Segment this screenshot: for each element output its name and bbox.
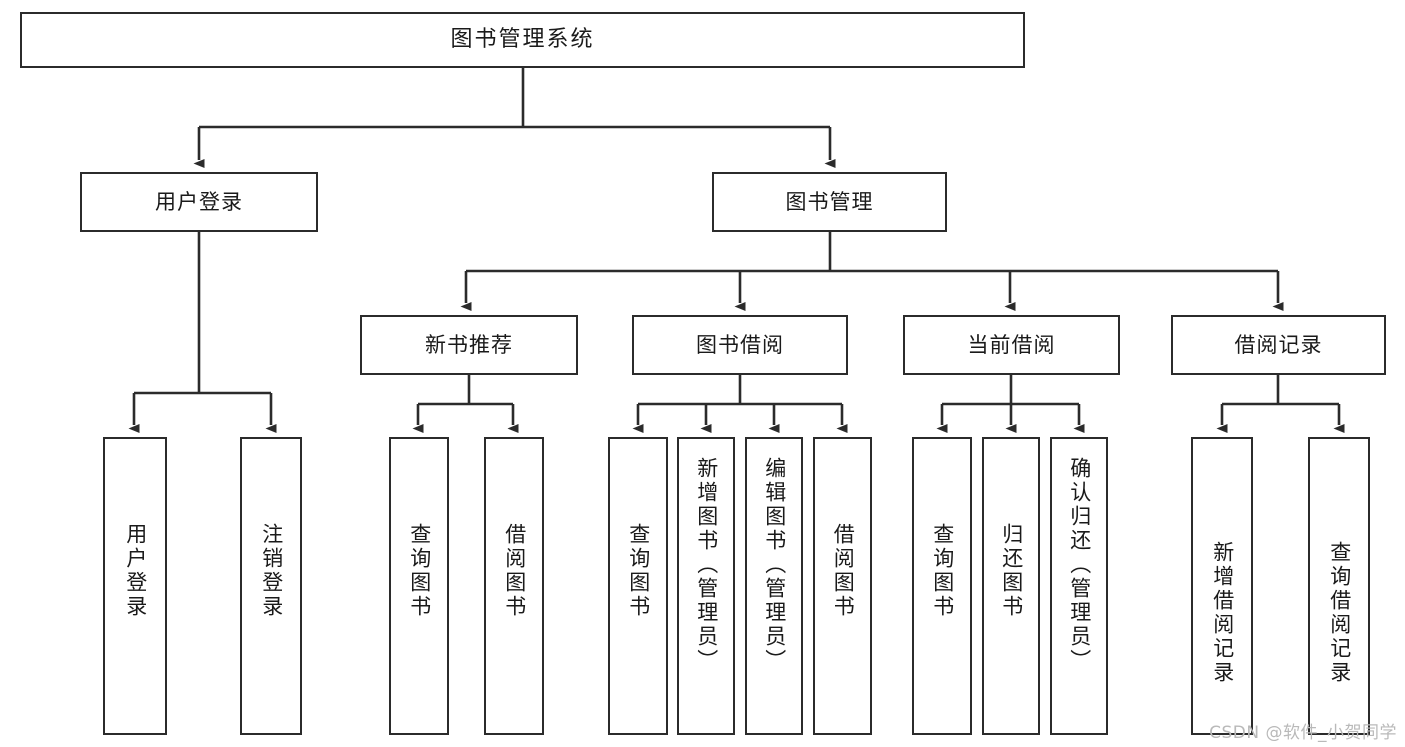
node-label: 图书借阅 — [696, 332, 784, 357]
node-new-book-recommend[interactable]: 新书推荐 — [360, 315, 578, 375]
node-label: 编辑图书（管理员） — [762, 457, 787, 673]
leaf-newbook-borrow-book[interactable]: 借阅图书 — [484, 437, 544, 735]
node-label: 图书管理 — [785, 189, 874, 214]
leaf-user-login[interactable]: 用户登录 — [103, 437, 167, 735]
node-label: 归还图书 — [999, 523, 1024, 619]
node-label: 新书推荐 — [425, 332, 513, 357]
leaf-borrow-query-book[interactable]: 查询图书 — [608, 437, 668, 735]
node-label: 新增图书（管理员） — [694, 457, 719, 673]
node-label: 查询图书 — [626, 523, 651, 619]
leaf-newbook-query-book[interactable]: 查询图书 — [389, 437, 449, 735]
node-book-borrow[interactable]: 图书借阅 — [632, 315, 848, 375]
leaf-current-query-book[interactable]: 查询图书 — [912, 437, 972, 735]
leaf-record-query-record[interactable]: 查询借阅记录 — [1308, 437, 1370, 735]
node-label: 用户登录 — [155, 189, 243, 214]
node-label: 当前借阅 — [967, 332, 1056, 357]
leaf-borrow-edit-book-admin[interactable]: 编辑图书（管理员） — [745, 437, 803, 735]
node-label: 确认归还（管理员） — [1067, 457, 1092, 673]
node-label: 查询借阅记录 — [1327, 541, 1352, 685]
node-book-management[interactable]: 图书管理 — [712, 172, 947, 232]
leaf-borrow-add-book-admin[interactable]: 新增图书（管理员） — [677, 437, 735, 735]
csdn-watermark: CSDN @软件_小贺同学 — [1209, 723, 1397, 743]
node-label: 新增借阅记录 — [1210, 541, 1235, 685]
node-user-login[interactable]: 用户登录 — [80, 172, 318, 232]
node-label: 注销登录 — [259, 523, 284, 619]
node-label: 借阅记录 — [1234, 332, 1323, 357]
node-label: 用户登录 — [123, 523, 148, 619]
leaf-borrow-borrow-book[interactable]: 借阅图书 — [813, 437, 872, 735]
node-root-system[interactable]: 图书管理系统 — [20, 12, 1025, 68]
leaf-current-confirm-return-admin[interactable]: 确认归还（管理员） — [1050, 437, 1108, 735]
node-current-borrow[interactable]: 当前借阅 — [903, 315, 1120, 375]
leaf-user-logout[interactable]: 注销登录 — [240, 437, 302, 735]
node-label: 借阅图书 — [502, 523, 527, 619]
node-label: 查询图书 — [930, 523, 955, 619]
node-borrow-record[interactable]: 借阅记录 — [1171, 315, 1386, 375]
leaf-record-add-record[interactable]: 新增借阅记录 — [1191, 437, 1253, 735]
node-label: 图书管理系统 — [450, 27, 595, 53]
leaf-current-return-book[interactable]: 归还图书 — [982, 437, 1040, 735]
node-label: 借阅图书 — [831, 523, 856, 619]
node-label: 查询图书 — [407, 523, 432, 619]
